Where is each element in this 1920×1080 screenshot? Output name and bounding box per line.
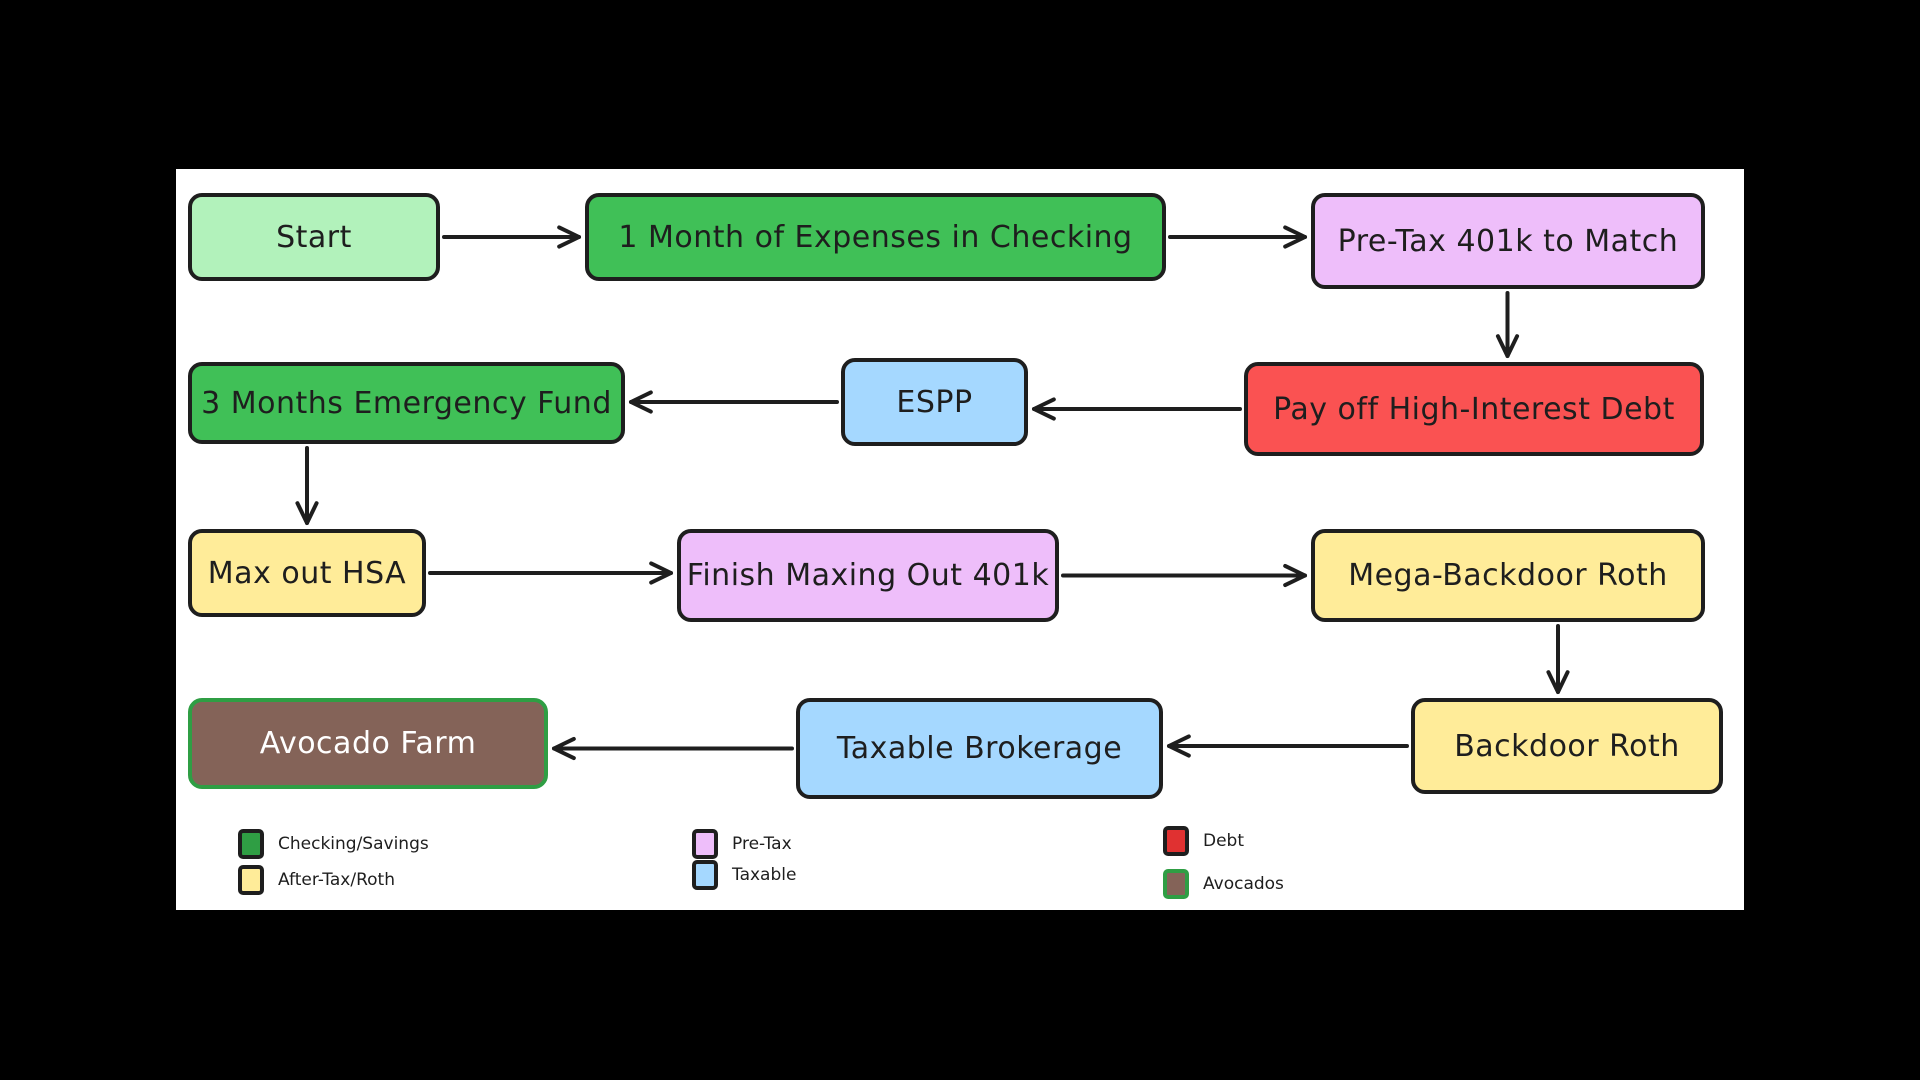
legend-checking-savings: Checking/Savings bbox=[238, 829, 429, 859]
node-mega-backdoor-roth[interactable]: Mega-Backdoor Roth bbox=[1311, 529, 1705, 622]
legend-swatch bbox=[238, 829, 264, 859]
legend-debt: Debt bbox=[1163, 826, 1244, 856]
arrow-debt-to-espp bbox=[1032, 397, 1242, 421]
legend-after-tax-roth: After-Tax/Roth bbox=[238, 865, 395, 895]
legend-taxable: Taxable bbox=[692, 860, 796, 890]
node-label: Pre-Tax 401k to Match bbox=[1337, 223, 1679, 259]
node-taxable-brokerage[interactable]: Taxable Brokerage bbox=[796, 698, 1163, 799]
node-label: Taxable Brokerage bbox=[836, 731, 1123, 766]
arrow-backdoor-to-taxable bbox=[1167, 734, 1409, 758]
arrow-mega-to-backdoor bbox=[1546, 624, 1570, 694]
legend-pre-tax: Pre-Tax bbox=[692, 829, 792, 859]
node-label: 1 Month of Expenses in Checking bbox=[618, 219, 1133, 255]
legend-label: Avocados bbox=[1203, 874, 1284, 894]
node-max-hsa[interactable]: Max out HSA bbox=[188, 529, 426, 617]
legend-label: Debt bbox=[1203, 831, 1245, 851]
arrow-espp-to-emergency bbox=[629, 390, 839, 414]
arrow-max401k-to-mega bbox=[1061, 563, 1307, 588]
arrow-one_month-to-pretax_match bbox=[1168, 225, 1307, 249]
diagram-canvas: Start 1 Month of Expenses in Checking Pr… bbox=[176, 169, 1744, 910]
legend-label: Checking/Savings bbox=[278, 834, 429, 854]
node-label: Max out HSA bbox=[207, 555, 407, 591]
arrow-emergency-to-hsa bbox=[295, 446, 319, 525]
arrow-pretax_match-to-debt bbox=[1495, 291, 1520, 358]
node-label: ESPP bbox=[896, 384, 973, 420]
legend-swatch bbox=[238, 865, 264, 895]
legend-label: Pre-Tax bbox=[732, 834, 792, 854]
node-emergency-fund[interactable]: 3 Months Emergency Fund bbox=[188, 362, 625, 444]
node-label: Start bbox=[276, 219, 352, 255]
arrows-layer bbox=[295, 225, 1570, 761]
legend-avocados: Avocados bbox=[1163, 869, 1284, 899]
arrow-start-to-one_month bbox=[442, 225, 581, 249]
node-pretax-401k-match[interactable]: Pre-Tax 401k to Match bbox=[1311, 193, 1705, 289]
legend-label: After-Tax/Roth bbox=[278, 870, 395, 890]
node-start[interactable]: Start bbox=[188, 193, 440, 281]
node-espp[interactable]: ESPP bbox=[841, 358, 1028, 446]
legend-label: Taxable bbox=[732, 865, 797, 885]
node-pay-off-debt[interactable]: Pay off High-Interest Debt bbox=[1244, 362, 1704, 456]
node-label: Avocado Farm bbox=[259, 726, 477, 761]
node-label: Mega-Backdoor Roth bbox=[1348, 558, 1668, 593]
node-label: Pay off High-Interest Debt bbox=[1273, 391, 1675, 427]
node-label: Finish Maxing Out 401k bbox=[686, 558, 1050, 593]
node-one-month-expenses[interactable]: 1 Month of Expenses in Checking bbox=[585, 193, 1166, 281]
legend-swatch bbox=[692, 829, 718, 859]
legend-swatch bbox=[1163, 869, 1189, 899]
node-finish-401k[interactable]: Finish Maxing Out 401k bbox=[677, 529, 1059, 622]
legend-swatch bbox=[692, 860, 718, 890]
node-avocado-farm[interactable]: Avocado Farm bbox=[188, 698, 548, 789]
node-label: Backdoor Roth bbox=[1454, 728, 1680, 764]
arrow-hsa-to-max401k bbox=[428, 561, 673, 585]
node-label: 3 Months Emergency Fund bbox=[201, 385, 612, 421]
node-backdoor-roth[interactable]: Backdoor Roth bbox=[1411, 698, 1723, 794]
arrow-taxable-to-avocado bbox=[552, 736, 794, 761]
legend-swatch bbox=[1163, 826, 1189, 856]
